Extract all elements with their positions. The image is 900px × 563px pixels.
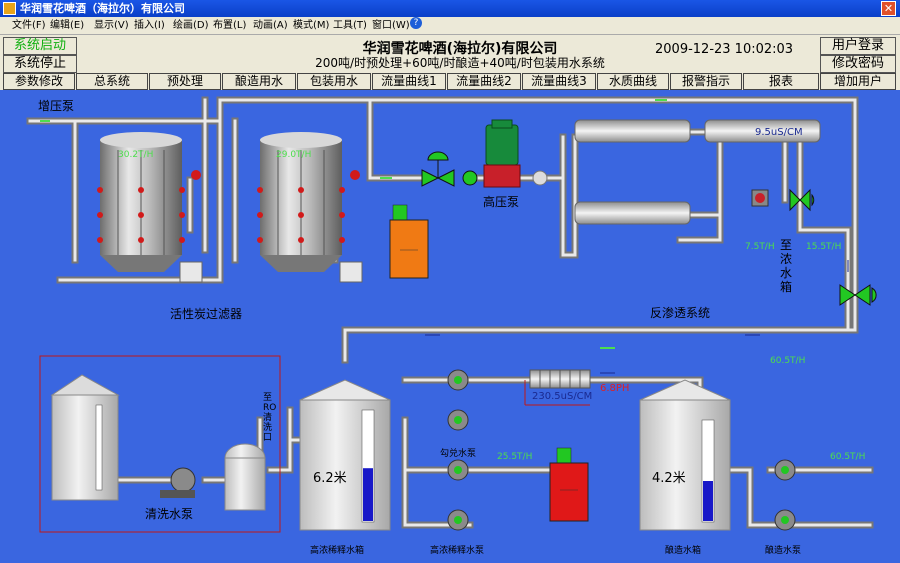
dosing-tank-orange [389, 204, 429, 279]
conductivity-reading: 230.5uS/CM [532, 391, 593, 402]
app-icon [3, 2, 16, 15]
header-panel [0, 35, 900, 73]
title-bar: 华润雪花啤酒（海拉尔）有限公司 ✕ [0, 0, 900, 17]
high-pressure-pump [483, 119, 548, 188]
inline-mixer [524, 369, 591, 406]
filter1-flow: 30.2T/H [118, 150, 154, 160]
menu-mode[interactable]: 模式(M) [293, 20, 330, 31]
cleaning-system-frame [39, 355, 281, 533]
ro-conductivity: 9.5uS/CM [755, 127, 803, 138]
system-stop-button[interactable]: 系统停止 [3, 55, 77, 73]
to-concentrate-tank-label: 至浓水箱 [780, 238, 793, 294]
to-ro-clean-label: 至RO清洗口 [263, 393, 277, 443]
nav-overall-system[interactable]: 总系统 [76, 73, 148, 90]
blend-flow: 25.5T/H [497, 452, 533, 462]
tank2-label: 酿造水箱 [665, 546, 702, 556]
tank2-level-bar [703, 481, 713, 521]
tank1-label: 高浓稀释水箱 [310, 546, 365, 556]
window-title: 华润雪花啤酒（海拉尔）有限公司 [20, 2, 185, 15]
ro-system-label: 反渗透系统 [650, 306, 711, 320]
brewing-pumps [774, 459, 796, 531]
tank1-level-bar [363, 468, 373, 521]
flow-arrows [40, 99, 849, 374]
carbon-filter-1 [97, 132, 203, 283]
ro-flow-left: 7.5T/H [745, 242, 775, 252]
carbon-filter-label: 活性炭过滤器 [170, 307, 243, 321]
concentrate-valve [751, 188, 815, 212]
cleaning-pump [160, 467, 196, 498]
nav-report[interactable]: 报表 [743, 73, 819, 90]
booster-pump-label: 增压泵 [38, 99, 75, 113]
main-flow: 60.5T/H [770, 356, 806, 366]
cartridge-filter [224, 443, 266, 511]
nav-brewing-water[interactable]: 酿造用水 [222, 73, 296, 90]
high-dilution-tank [299, 379, 391, 531]
system-subtitle: 200吨/时预处理+60吨/时酿造+40吨/时包装用水系统 [315, 56, 605, 70]
add-user-button[interactable]: 增加用户 [820, 73, 896, 90]
menu-bar: 文件(F) 编辑(E) 显示(V) 插入(I) 绘画(D) 布置(L) 动画(A… [0, 17, 900, 35]
nav-flow-curve-1[interactable]: 流量曲线1 [372, 73, 446, 90]
menu-window[interactable]: 窗口(W) [372, 20, 410, 31]
menu-file[interactable]: 文件(F) [12, 20, 46, 31]
close-button[interactable]: ✕ [881, 1, 896, 16]
change-password-button[interactable]: 修改密码 [820, 55, 896, 73]
menu-view[interactable]: 显示(V) [94, 20, 129, 31]
nav-flow-curve-3[interactable]: 流量曲线3 [522, 73, 596, 90]
dosing-tank-red [549, 447, 589, 522]
company-title: 华润雪花啤酒(海拉尔)有限公司 [362, 41, 558, 57]
menu-animation[interactable]: 动画(A) [253, 20, 288, 31]
nav-pretreatment[interactable]: 预处理 [149, 73, 221, 90]
cleaning-pump-label: 清洗水泵 [145, 507, 194, 521]
dilution-pump-label: 高浓稀释水泵 [430, 546, 485, 556]
brewing-pump-label: 酿造水泵 [765, 546, 802, 556]
nav-alarm-indicator[interactable]: 报警指示 [670, 73, 742, 90]
system-start-button[interactable]: 系统启动 [3, 37, 77, 55]
filter2-flow: 29.0T/H [276, 150, 312, 160]
blend-pumps [447, 369, 469, 531]
datetime-display: 2009-12-23 10:02:03 [655, 42, 794, 57]
menu-layout[interactable]: 布置(L) [213, 20, 247, 31]
params-modify-button[interactable]: 参数修改 [3, 73, 75, 90]
inlet-valve [421, 151, 478, 187]
tank1-level: 6.2米 [313, 471, 347, 486]
menu-draw[interactable]: 绘画(D) [173, 20, 209, 31]
nav-flow-curve-2[interactable]: 流量曲线2 [447, 73, 521, 90]
ro-flow-right: 15.5T/H [806, 242, 842, 252]
cleaning-tank [50, 374, 120, 501]
high-pressure-pump-label: 高压泵 [483, 195, 520, 209]
blend-pump-label: 勾兑水泵 [440, 449, 477, 459]
carbon-filter-2 [257, 132, 363, 283]
menu-tools[interactable]: 工具(T) [333, 20, 367, 31]
menu-insert[interactable]: 插入(I) [134, 20, 165, 31]
nav-packaging-water[interactable]: 包装用水 [297, 73, 371, 90]
ph-reading: 6.8PH [600, 383, 630, 394]
tank2-level: 4.2米 [652, 471, 686, 486]
ro-membranes [574, 119, 821, 225]
menu-edit[interactable]: 编辑(E) [50, 20, 85, 31]
user-login-button[interactable]: 用户登录 [820, 37, 896, 55]
brewing-flow: 60.5T/H [830, 452, 866, 462]
main-outlet-valve [839, 284, 877, 306]
brewing-water-tank [639, 379, 731, 531]
nav-water-quality-curve[interactable]: 水质曲线 [597, 73, 669, 90]
help-icon[interactable]: ? [410, 17, 422, 29]
